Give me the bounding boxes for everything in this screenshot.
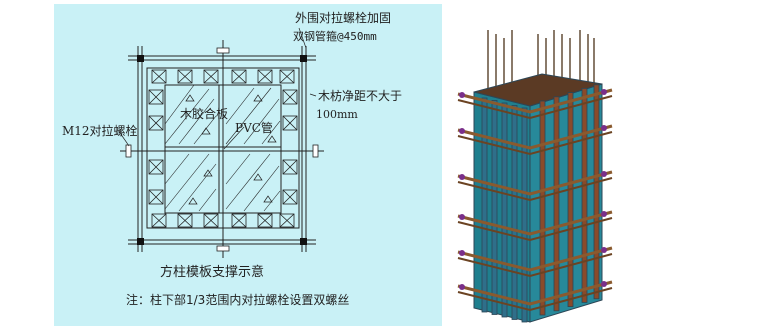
steel-tube-hoop (457, 280, 613, 306)
timber-block (177, 69, 193, 84)
steel-tube-hoop (457, 177, 613, 202)
timber-block (203, 213, 219, 228)
m12-bolt-label: M12对拉螺栓 (62, 124, 138, 138)
timber-block (148, 89, 164, 105)
timber-block (177, 213, 193, 228)
steel-tube-hoop (457, 210, 613, 236)
steel-tube-hoop (457, 95, 613, 120)
diagram-note: 注：柱下部1/3范围内对拉螺栓设置双螺丝 (126, 293, 350, 307)
timber-block (279, 213, 295, 228)
formwork-3d-render (442, 0, 760, 330)
steel-tube-hoop (457, 287, 613, 312)
steel-tube-hoop (457, 124, 613, 150)
timber-strip (581, 88, 588, 303)
plywood-label: 木胶合板 (180, 107, 229, 121)
outer-bolt-label-1: 外围对拉螺栓加固 (295, 11, 392, 25)
timber-strip (521, 107, 528, 323)
timber-block (279, 69, 295, 84)
timber-block (148, 189, 164, 205)
column-svg (457, 30, 613, 323)
timber-strip (553, 96, 560, 312)
steel-tube-hoop (457, 131, 613, 156)
bolt-head (459, 174, 465, 180)
timber-strip (593, 84, 600, 300)
pvc-pipe-label: PVC管 (235, 121, 273, 135)
timber-block (282, 89, 298, 105)
timber-block (151, 69, 167, 84)
steel-tube-hoop (457, 170, 613, 196)
steel-tube-hoop (457, 217, 613, 242)
timber-spacing-label-2: 100mm (316, 108, 358, 121)
bolt-head (459, 250, 465, 256)
diagram-caption: 方柱模板支撑示意 (160, 265, 265, 280)
timber-strip (567, 92, 574, 307)
timber-strip (539, 100, 546, 316)
timber-block (257, 213, 273, 228)
bolt-head (601, 171, 607, 177)
timber-block (282, 115, 298, 131)
timber-block (231, 213, 247, 228)
timber-strip (511, 105, 518, 320)
timber-block (282, 189, 298, 205)
bolt-head (601, 281, 607, 287)
plan-svg (117, 27, 324, 258)
steel-tube-hoop (457, 253, 613, 278)
steel-tube-hoop (457, 246, 613, 272)
bolt-head (459, 214, 465, 220)
bolt-head (459, 284, 465, 290)
bolt-head (459, 92, 465, 98)
formwork-plan-drawing: 外围对拉螺栓加固 双钢管箍@450mm 木枋净距不大于 100mm M12对拉螺… (54, 4, 442, 326)
bolt-head (459, 128, 465, 134)
timber-strip (501, 102, 508, 318)
timber-block (282, 159, 298, 175)
timber-spacing-label-1: 木枋净距不大于 (318, 89, 403, 103)
timber-block (231, 69, 247, 84)
bolt-head (601, 89, 607, 95)
timber-block (148, 115, 164, 131)
timber-block (151, 213, 167, 228)
steel-tube-hoop (457, 88, 613, 114)
timber-strip (481, 97, 488, 313)
bolt-head (601, 211, 607, 217)
bolt-head (601, 125, 607, 131)
timber-strip (491, 100, 498, 315)
column-top (473, 73, 603, 107)
timber-block (148, 159, 164, 175)
timber-block (203, 69, 219, 84)
outer-bolt-label-2: 双钢管箍@450mm (293, 30, 377, 43)
timber-block (257, 69, 273, 84)
bolt-head (601, 247, 607, 253)
